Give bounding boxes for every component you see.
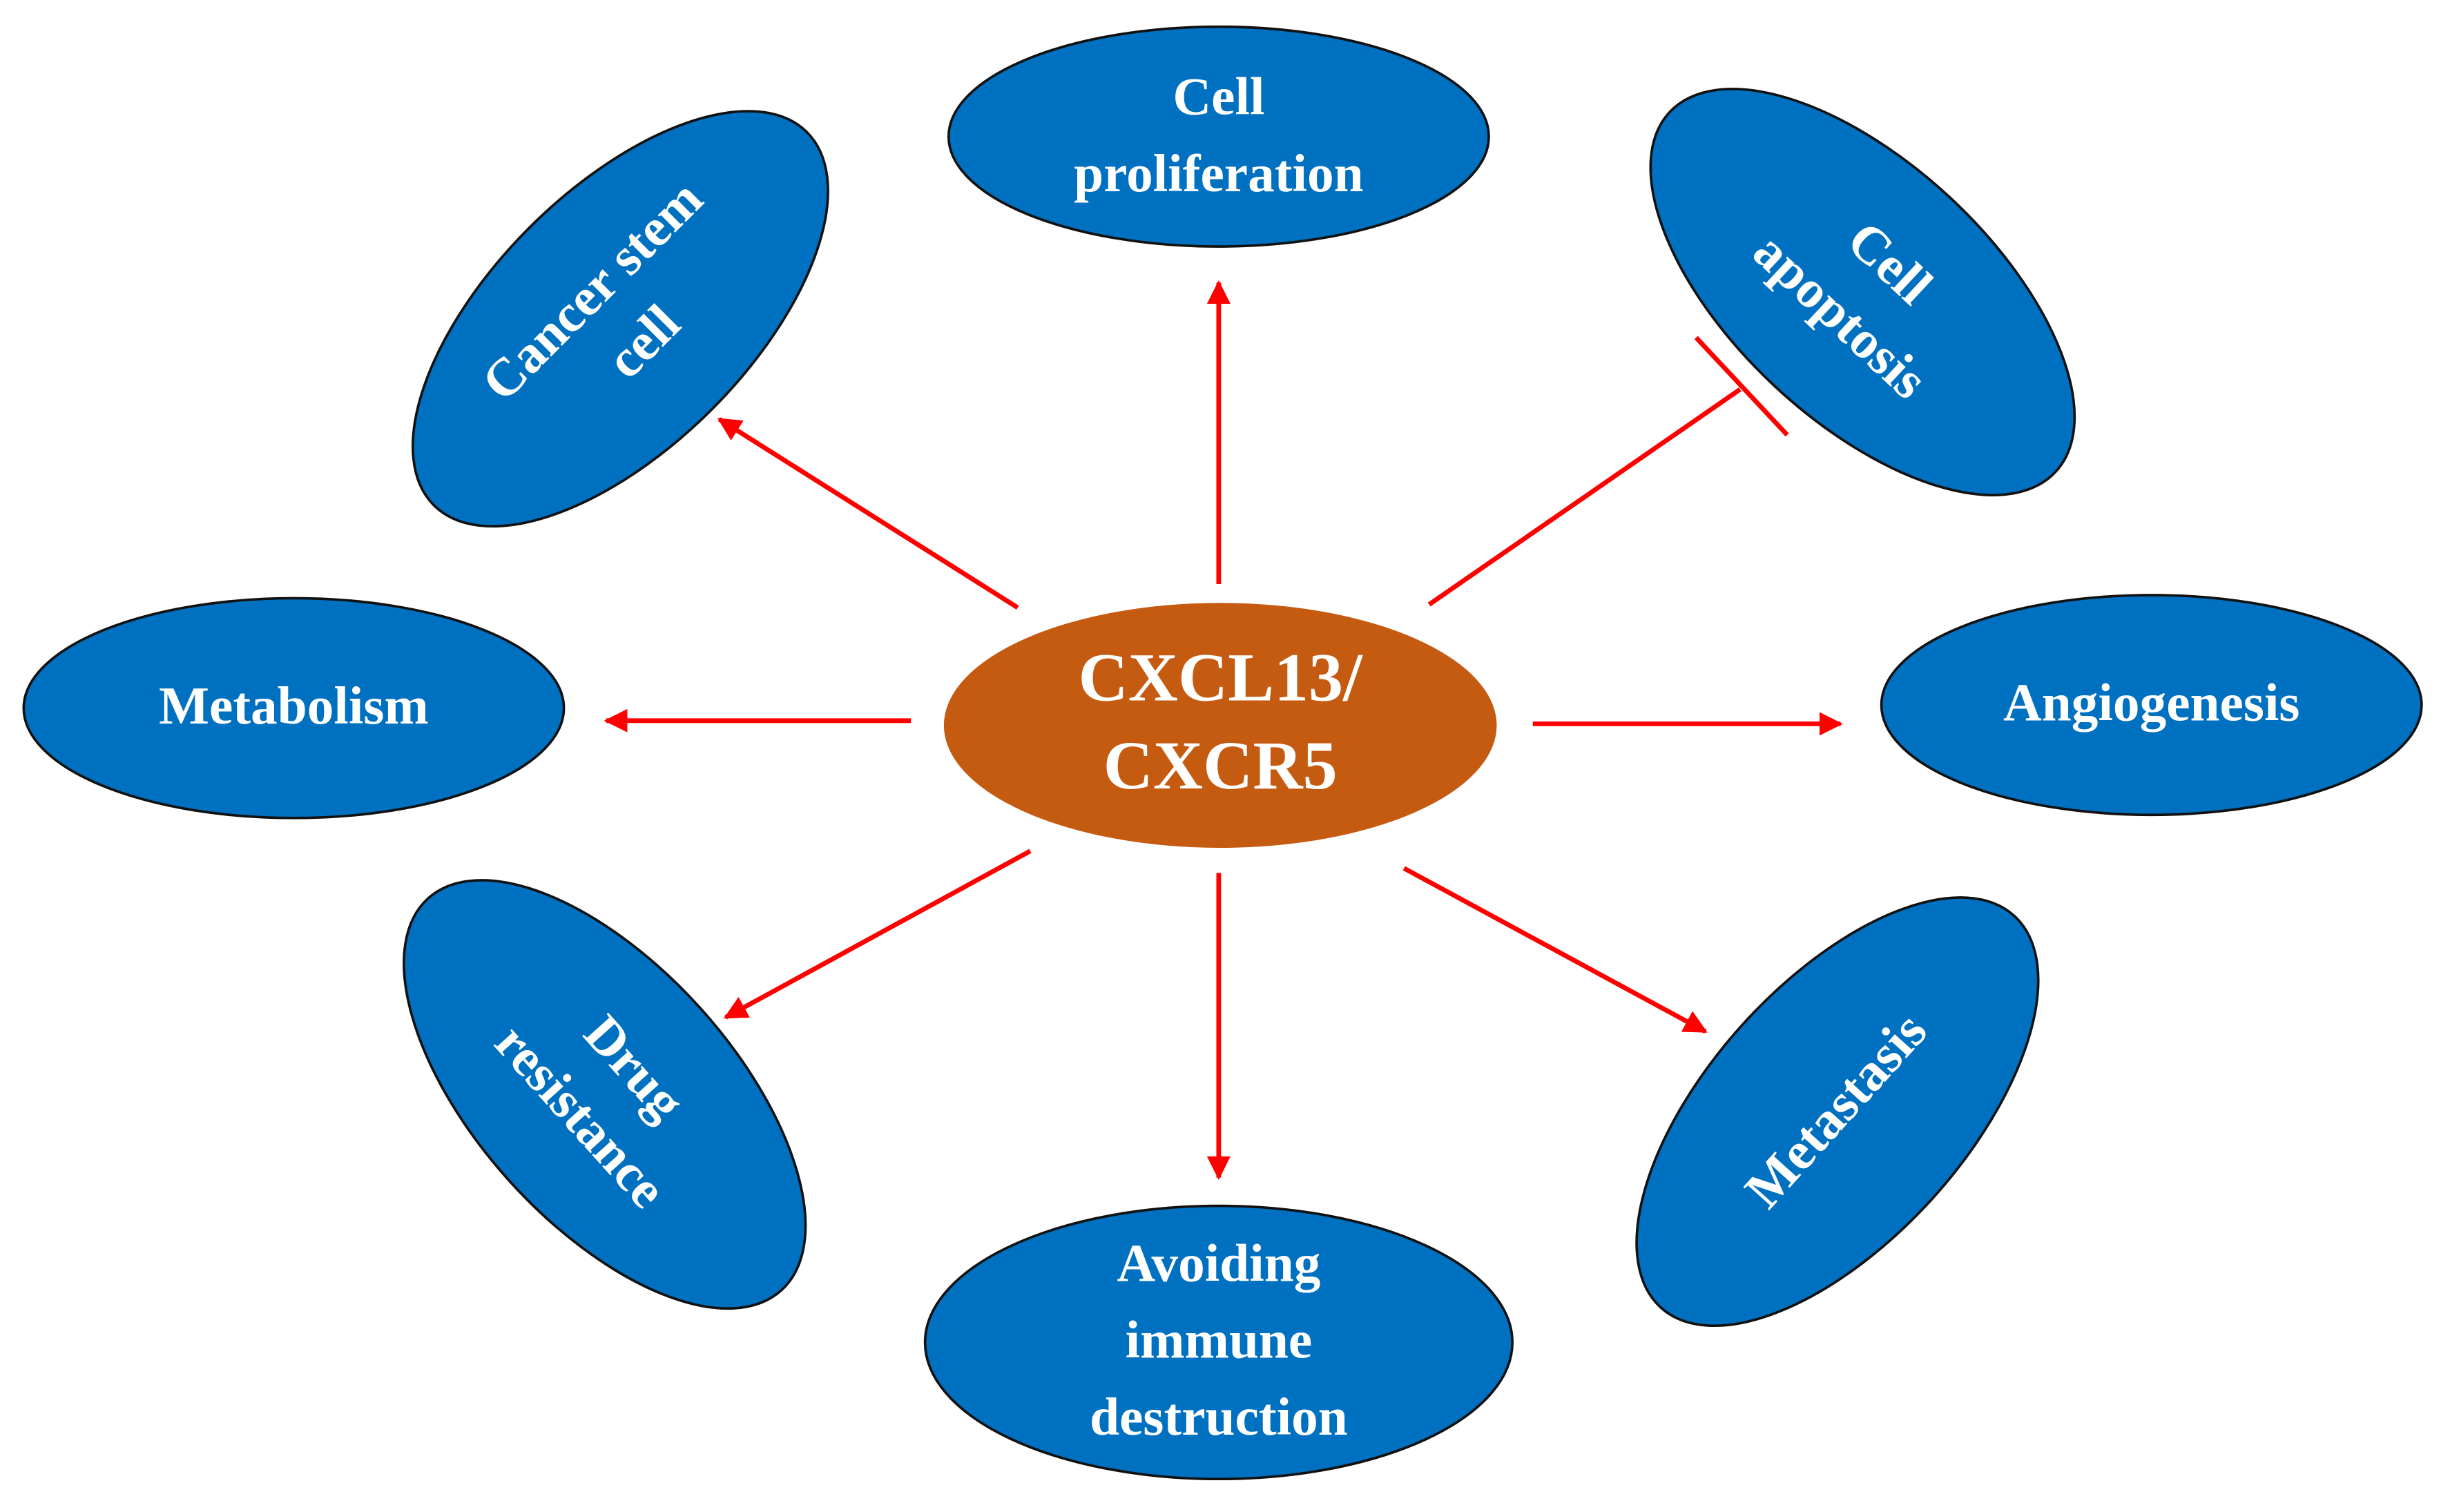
arrow-to-metastasis [1402, 866, 1708, 1034]
node-label: Cell [1173, 67, 1264, 126]
node-label: Angiogenesis [2003, 672, 2300, 732]
node-label: immune [1126, 1310, 1313, 1370]
inhibition-to-cell-apoptosis [1427, 387, 1742, 607]
node-avoiding-immune-destruction: Avoiding immune destruction [923, 1204, 1514, 1481]
node-cell-apoptosis: Cell apoptosis [1649, 88, 2076, 496]
node-drug-resistance: Drug resistance [403, 879, 807, 1310]
node-label: Metabolism [159, 676, 429, 735]
center-label-line-2: CXCR5 [1103, 727, 1338, 804]
node-label: Avoiding [1117, 1233, 1320, 1292]
inhibition-bar [1694, 336, 1789, 437]
arrow-to-drug-resistance [723, 849, 1032, 1020]
node-metastasis: Metastasis [1635, 896, 2040, 1328]
node-metabolism: Metabolism [22, 597, 566, 820]
node-label: destruction [1090, 1387, 1348, 1446]
center-label-line-1: CXCL13/ [1079, 639, 1364, 715]
node-angiogenesis: Angiogenesis [1880, 594, 2423, 817]
node-cancer-stem-cell: Cancer stem cell [412, 110, 829, 528]
center-node: CXCL13/ CXCR5 [943, 603, 1497, 849]
arrow-to-cancer-stem-cell [717, 417, 1019, 610]
node-label: proliferation [1074, 144, 1363, 203]
node-cell-proliferation: Cell proliferation [947, 25, 1490, 248]
